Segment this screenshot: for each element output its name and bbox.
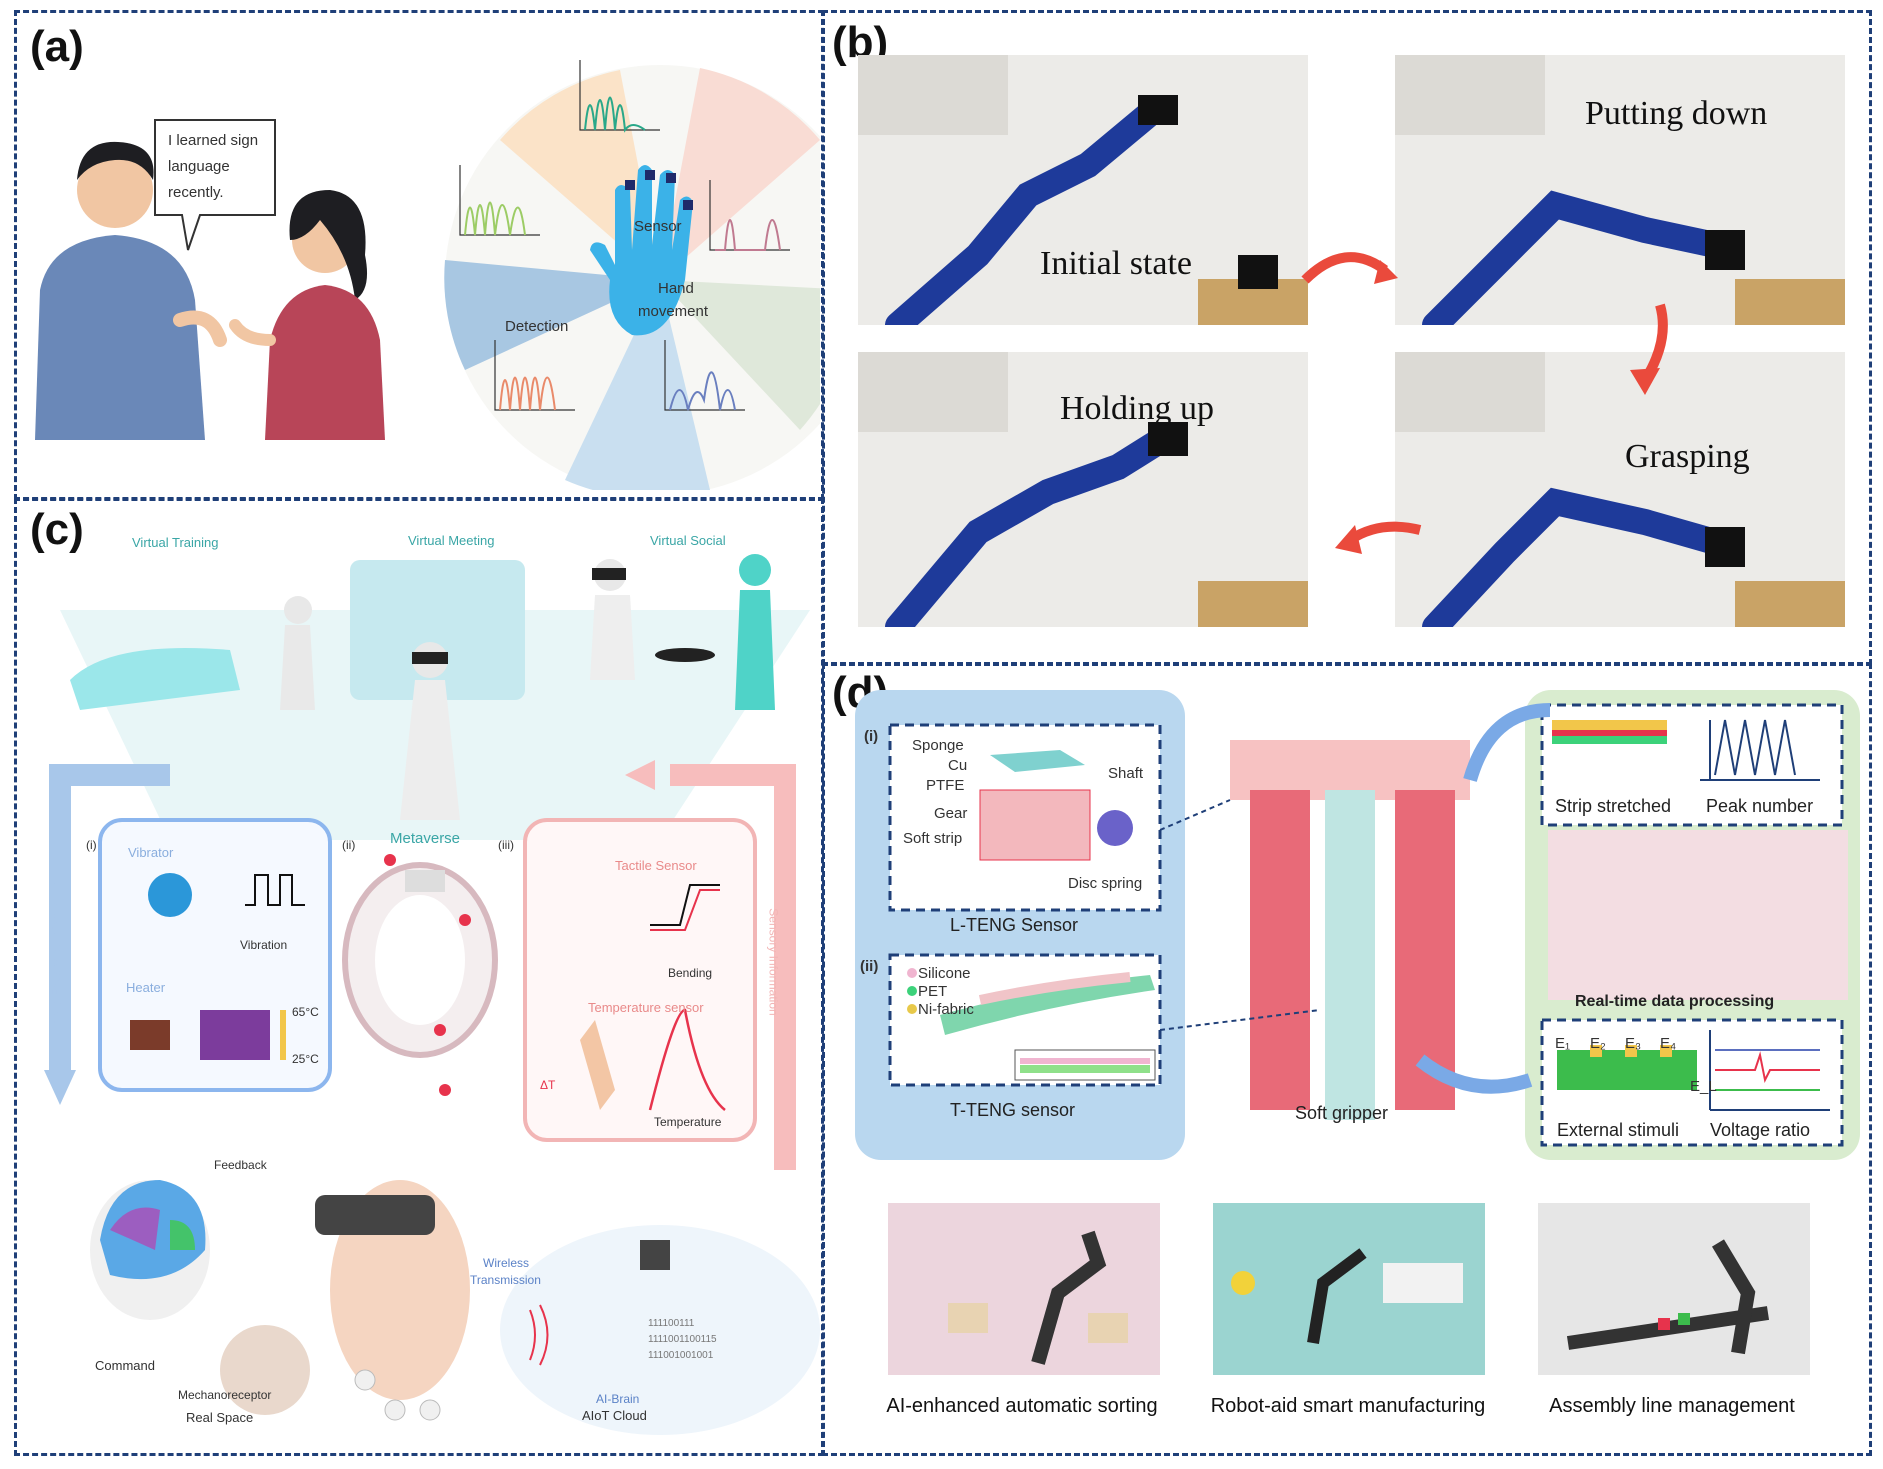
label-command: Command: [95, 1358, 155, 1373]
label-temp-sensor: Temperature sensor: [588, 1000, 704, 1015]
label-metaverse: Metaverse: [390, 830, 461, 847]
speech-line-2: language: [168, 158, 230, 175]
panel-d-illustration: [855, 690, 1860, 1160]
label-aiot: AIoT Cloud: [582, 1408, 647, 1423]
electrode-e4: E₄: [1660, 1035, 1677, 1052]
part-soft-strip: Soft strip: [903, 830, 963, 847]
part-shaft: Shaft: [1108, 765, 1144, 782]
label-vibrator: Vibrator: [128, 845, 174, 860]
binary-2: 1111001100115: [648, 1334, 717, 1345]
part-gear: Gear: [934, 805, 968, 822]
man-signing: [35, 141, 227, 440]
panel-b-arrows: [1301, 252, 1668, 554]
mini-plot-right: [709, 180, 790, 251]
label-sensory: Sensory Information: [766, 908, 781, 1016]
roman-ii: (ii): [342, 838, 356, 852]
legend-ni-fabric: Ni-fabric: [918, 1001, 974, 1018]
mini-plot-bottom-left: [494, 340, 575, 411]
part-ptfe: PTFE: [926, 777, 965, 794]
caption-initial-state: Initial state: [1040, 245, 1193, 282]
thumb-smart-manufacturing: [1213, 1203, 1485, 1375]
label-sub-i: (i): [864, 728, 879, 745]
caption-automatic-sorting: AI-enhanced automatic sorting: [886, 1395, 1158, 1417]
caption-grasping: Grasping: [1625, 438, 1750, 475]
binary-1: 111100111: [648, 1318, 695, 1329]
caption-holding-up: Holding up: [1060, 390, 1214, 427]
label-haptic: Haptic Feedback Information: [49, 880, 64, 1034]
caption-assembly-line: Assembly line management: [1549, 1395, 1795, 1417]
part-cu: Cu: [948, 757, 968, 774]
mini-plot-left: [459, 165, 540, 236]
label-soft-gripper: Soft gripper: [1295, 1103, 1389, 1123]
photo-grasping: [1395, 352, 1845, 627]
label-virtual-training: Virtual Training: [132, 535, 219, 550]
panel-c-illustration: [44, 554, 820, 1435]
label-mechano: Mechanoreceptor: [178, 1388, 272, 1402]
label-virtual-social: Virtual Social: [650, 533, 726, 548]
hand-label: Hand: [658, 280, 694, 297]
label-heater: Heater: [126, 980, 166, 995]
label-strip-stretched: Strip stretched: [1555, 796, 1672, 816]
label-real-space: Real Space: [186, 1410, 254, 1425]
label-voltage-ratio: Voltage ratio: [1710, 1120, 1811, 1140]
thumb-assembly-line: [1538, 1203, 1810, 1375]
sensor-label: Sensor: [634, 218, 682, 235]
mini-plot-top: [579, 60, 660, 133]
movement-label: movement: [638, 303, 709, 320]
roman-iii: (iii): [498, 838, 514, 852]
label-temp-lo: 25°C: [292, 1052, 319, 1066]
speech-line-3: recently.: [168, 184, 224, 201]
label-t-teng: T-TENG sensor: [950, 1100, 1076, 1120]
caption-smart-manufacturing: Robot-aid smart manufacturing: [1210, 1395, 1486, 1417]
legend-pet: PET: [918, 983, 948, 1000]
legend-silicone: Silicone: [918, 965, 971, 982]
binary-3: 111001001001: [648, 1350, 714, 1361]
label-vibration: Vibration: [240, 938, 288, 952]
part-sponge: Sponge: [912, 737, 964, 754]
label-delta-t: ΔT: [540, 1078, 556, 1092]
label-wireless: Wireless: [483, 1256, 530, 1270]
speech-line-1: I learned sign: [168, 132, 259, 149]
label-peak-number: Peak number: [1706, 796, 1814, 816]
label-sub-ii: (ii): [860, 958, 879, 975]
mini-plot-bottom-right: [664, 340, 745, 411]
electrode-el: E_L: [1690, 1078, 1717, 1095]
photo-putting-down: [1395, 55, 1845, 325]
panel-d-frame: [822, 663, 1872, 1456]
label-l-teng: L-TENG Sensor: [950, 915, 1079, 935]
part-disc-spring: Disc spring: [1068, 875, 1143, 892]
caption-putting-down: Putting down: [1585, 95, 1768, 132]
electrode-e3: E₃: [1625, 1035, 1642, 1052]
roman-i: (i): [86, 838, 97, 852]
label-feedback: Feedback: [214, 1158, 267, 1172]
label-bending: Bending: [668, 966, 713, 980]
photo-holding-up: [858, 352, 1308, 627]
label-ai-brain: AI-Brain: [596, 1392, 640, 1406]
label-transmission: Transmission: [470, 1273, 541, 1287]
panel-a-label: (a): [30, 22, 84, 71]
electrode-e1: E₁: [1555, 1035, 1571, 1052]
detection-label: Detection: [505, 318, 569, 335]
label-tactile: Tactile Sensor: [615, 858, 697, 873]
photo-initial-state: [858, 55, 1308, 325]
panel-c-label: (c): [30, 505, 84, 554]
label-realtime: Real-time data processing: [1575, 993, 1775, 1010]
thumb-automatic-sorting: [888, 1203, 1160, 1375]
electrode-e2: E₂: [1590, 1035, 1606, 1052]
label-virtual-meeting: Virtual Meeting: [408, 533, 495, 548]
woman-signing: [229, 190, 385, 440]
label-external-stimuli: External stimuli: [1557, 1120, 1680, 1140]
label-temperature: Temperature: [654, 1115, 722, 1129]
panel-a-illustration: [35, 60, 820, 490]
label-temp-hi: 65°C: [292, 1005, 319, 1019]
